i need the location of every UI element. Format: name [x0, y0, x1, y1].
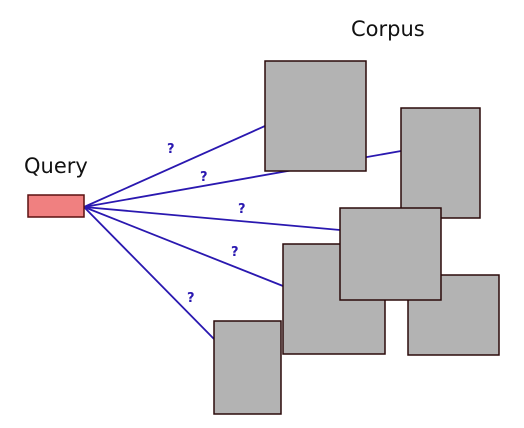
- edge-label-2: ?: [200, 170, 208, 185]
- edge-labels: ? ? ? ? ?: [167, 142, 246, 306]
- corpus-documents: [213, 60, 500, 415]
- query-label: Query: [24, 154, 88, 178]
- document-6: [213, 320, 282, 415]
- edge-label-5: ?: [187, 291, 195, 306]
- edge-line-3: [83, 206, 341, 231]
- document-5: [339, 207, 442, 301]
- corpus-label: Corpus: [351, 17, 425, 41]
- edge-line-4: [83, 206, 284, 287]
- edge-label-3: ?: [238, 202, 246, 217]
- query-box: [27, 194, 85, 218]
- edge-line-5: [83, 206, 215, 340]
- document-2: [400, 107, 481, 219]
- document-1: [264, 60, 367, 172]
- edge-line-1: [83, 125, 266, 208]
- edge-label-1: ?: [167, 142, 175, 157]
- edge-label-4: ?: [231, 245, 239, 260]
